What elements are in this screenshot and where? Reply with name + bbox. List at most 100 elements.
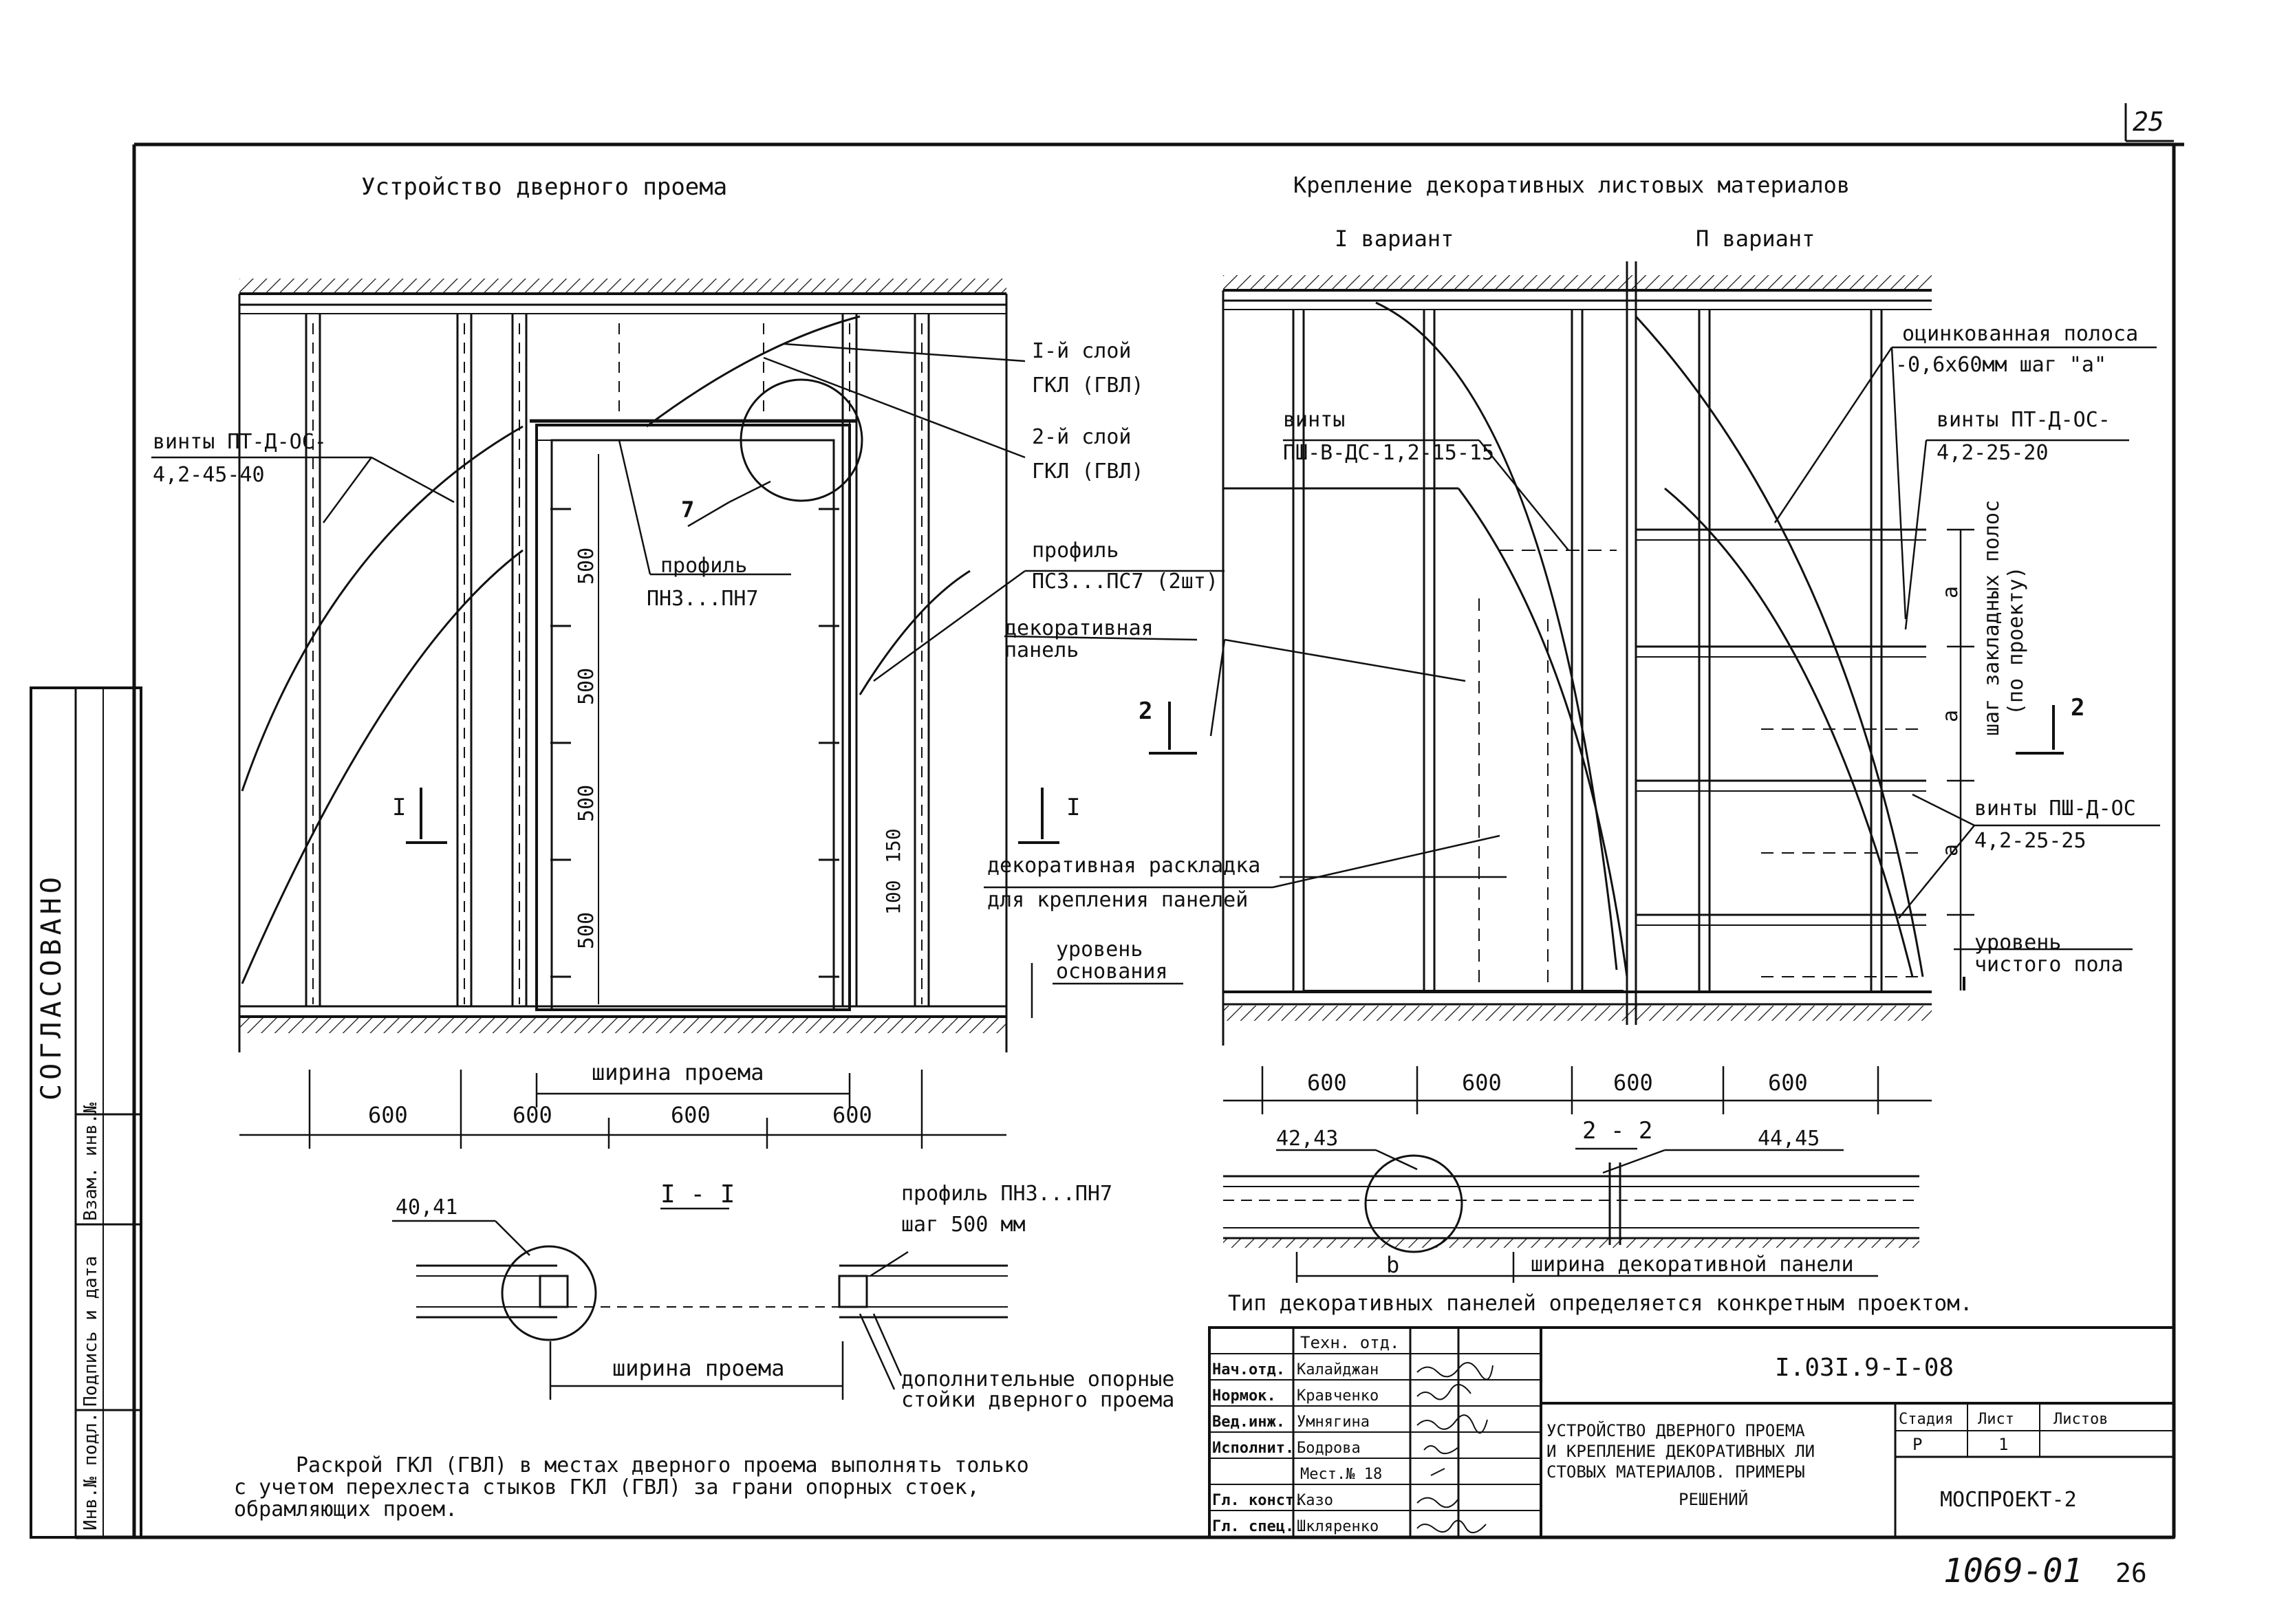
- opening-width-label: ширина проема: [592, 1059, 764, 1085]
- section-1-1-profile-2: шаг 500 мм: [901, 1213, 1026, 1237]
- batten-label-1: декоративная раскладка: [987, 854, 1260, 878]
- screws1-label-1: винты: [1283, 408, 1345, 432]
- embedded-step-1: шаг закладных полос: [1980, 500, 2004, 736]
- left-dim-600-3: 600: [671, 1102, 711, 1128]
- screws2-label-1: винты ПТ-Д-ОС-: [1937, 408, 2111, 432]
- left-screws-2: 4,2-45-40: [153, 463, 265, 487]
- section-mark-I-right: I: [1066, 794, 1080, 821]
- spacing-500-b: 500: [574, 668, 599, 705]
- section-2-2-panel-width: ширина декоративной панели: [1531, 1253, 1854, 1277]
- decorative-panels-elevation: [1222, 261, 1932, 1046]
- left-dim-600-2: 600: [513, 1102, 552, 1128]
- tb-name-2: Кравченко: [1297, 1387, 1379, 1405]
- sheet-value: 1: [1998, 1435, 2008, 1454]
- dim-100: 100: [882, 880, 905, 915]
- sheets-label: Листов: [2053, 1411, 2108, 1428]
- doc-title-3: СТОВЫХ МАТЕРИАЛОВ. ПРИМЕРЫ: [1546, 1462, 1805, 1482]
- left-panel-title: Устройство дверного проема: [361, 173, 727, 201]
- strip-replace-number: Взам. инв.№: [80, 1102, 101, 1221]
- screws1-label-2: ПШ-В-ДС-1,2-15-15: [1283, 441, 1494, 465]
- note-line-1: Раскрой ГКЛ (ГВЛ) в местах дверного прое…: [296, 1453, 1029, 1477]
- tb-role-7: Гл. спец.: [1212, 1518, 1294, 1535]
- strip-inv-number: Инв.№ подл.: [80, 1412, 101, 1530]
- right-dim-600-1: 600: [1307, 1070, 1347, 1096]
- step-a-2: a: [1939, 710, 1963, 722]
- layer2-label-2: ГКЛ (ГВЛ): [1032, 459, 1144, 484]
- company-name: МОСПРОЕКТ-2: [1940, 1488, 2077, 1512]
- section-1-1-width: ширина проема: [612, 1355, 784, 1381]
- note-line-3: обрамляющих проем.: [234, 1497, 457, 1522]
- page-number: 25: [2133, 107, 2164, 137]
- section-1-1-posts-2: стойки дверного проема: [901, 1388, 1174, 1412]
- doc-title-2: И КРЕПЛЕНИЕ ДЕКОРАТИВНЫХ ЛИ: [1546, 1442, 1815, 1461]
- sheet-label: Лист: [1978, 1411, 2014, 1428]
- right-dim-600-3: 600: [1613, 1070, 1653, 1096]
- section-1-1-callout: 40,41: [396, 1195, 457, 1220]
- tb-name-5: Мест.№ 18: [1300, 1466, 1382, 1483]
- strip-label-1: оцинкованная полоса: [1902, 322, 2138, 346]
- section-mark-2-right: 2: [2071, 694, 2084, 722]
- signatures: [1416, 1362, 1494, 1533]
- right-dimension-line: [1223, 1066, 1932, 1114]
- right-dim-600-2: 600: [1462, 1070, 1502, 1096]
- section-mark-2: [1149, 702, 2064, 990]
- left-dim-600-4: 600: [832, 1102, 872, 1128]
- section-mark-2-left: 2: [1139, 697, 1152, 725]
- right-panel-title: Крепление декоративных листовых материал…: [1293, 172, 1850, 198]
- profile-ps-label-2: ПС3...ПС7 (2шт): [1032, 570, 1218, 594]
- doc-title-4: РЕШЕНИЙ: [1679, 1489, 1748, 1509]
- section-1-1-drawing: [392, 1207, 1008, 1400]
- step-a-1: a: [1939, 586, 1963, 598]
- spacing-500-a: 500: [574, 548, 599, 585]
- tb-role-0: Техн. отд.: [1300, 1333, 1400, 1352]
- step-a-dimension: [1947, 528, 2133, 990]
- tb-role-2: Нормок.: [1212, 1387, 1276, 1405]
- spacing-500-d: 500: [574, 912, 599, 949]
- left-panel-callouts: [151, 343, 1507, 1018]
- base-level-2: основания: [1056, 960, 1168, 984]
- note-line-2: с учетом перехлеста стыков ГКЛ (ГВЛ) за …: [234, 1475, 980, 1500]
- spacing-500-c: 500: [574, 785, 599, 822]
- left-dim-600-1: 600: [368, 1102, 408, 1128]
- tb-role-6: Гл. конст.: [1212, 1492, 1303, 1509]
- section-2-2-title: 2 - 2: [1582, 1117, 1652, 1145]
- stage-value: Р: [1912, 1435, 1922, 1454]
- tb-name-1: Калайджан: [1297, 1361, 1379, 1378]
- stage-label: Стадия: [1899, 1411, 1953, 1428]
- layer1-label-1: I-й слой: [1032, 339, 1132, 363]
- section-1-1-profile-1: профиль ПН3...ПН7: [901, 1182, 1112, 1206]
- detail-ref-7: 7: [681, 497, 694, 523]
- dim-150: 150: [882, 828, 905, 863]
- archive-number: 1069-01: [1943, 1552, 2082, 1590]
- profile-ps-label-1: профиль: [1032, 539, 1119, 563]
- screws2-label-2: 4,2-25-20: [1937, 441, 2049, 465]
- section-1-1-posts-1: дополнительные опорные: [901, 1367, 1174, 1392]
- batten-label-2: для крепления панелей: [987, 888, 1248, 912]
- right-dim-600-4: 600: [1768, 1070, 1808, 1096]
- embedded-step-2: (по проекту): [2004, 566, 2028, 715]
- section-2-2-callout-left: 42,43: [1276, 1127, 1338, 1151]
- profile-pn-label-1: профиль: [660, 554, 747, 578]
- layer2-label-1: 2-й слой: [1032, 425, 1132, 449]
- panel-label-1: декоративная: [1004, 616, 1154, 640]
- title-block: [1208, 1326, 2175, 1539]
- variant-2-label: П вариант: [1696, 226, 1815, 252]
- section-2-2-b: b: [1386, 1252, 1399, 1278]
- left-screws-1: винты ПТ-Д-ОС-: [153, 430, 327, 454]
- strip-label-2: -0,6х60мм шаг "а": [1895, 353, 2106, 377]
- section-2-2-callout-right: 44,45: [1758, 1127, 1820, 1151]
- door-opening-elevation: 500 500 500 500 100 150: [238, 279, 1008, 1052]
- section-2-2-drawing: [1223, 1147, 1919, 1283]
- panel-label-2: панель: [1004, 638, 1079, 662]
- floor-level-1: уровень: [1974, 931, 2061, 955]
- layer1-label-2: ГКЛ (ГВЛ): [1032, 373, 1144, 398]
- profile-pn-label-2: ПН3...ПН7: [647, 587, 759, 611]
- base-level-1: уровень: [1056, 938, 1143, 962]
- section-2-2-note: Тип декоративных панелей определяется ко…: [1228, 1291, 1973, 1316]
- left-dimension-line: [239, 1070, 1006, 1149]
- variant-1-label: I вариант: [1335, 226, 1454, 252]
- left-binding-strip: СОГЛАСОВАНО Инв.№ подл. Подпись и дата В…: [30, 686, 142, 1539]
- floor-level-2: чистого пола: [1974, 953, 2124, 977]
- screws3-label-1: винты ПШ-Д-ОС: [1974, 797, 2136, 821]
